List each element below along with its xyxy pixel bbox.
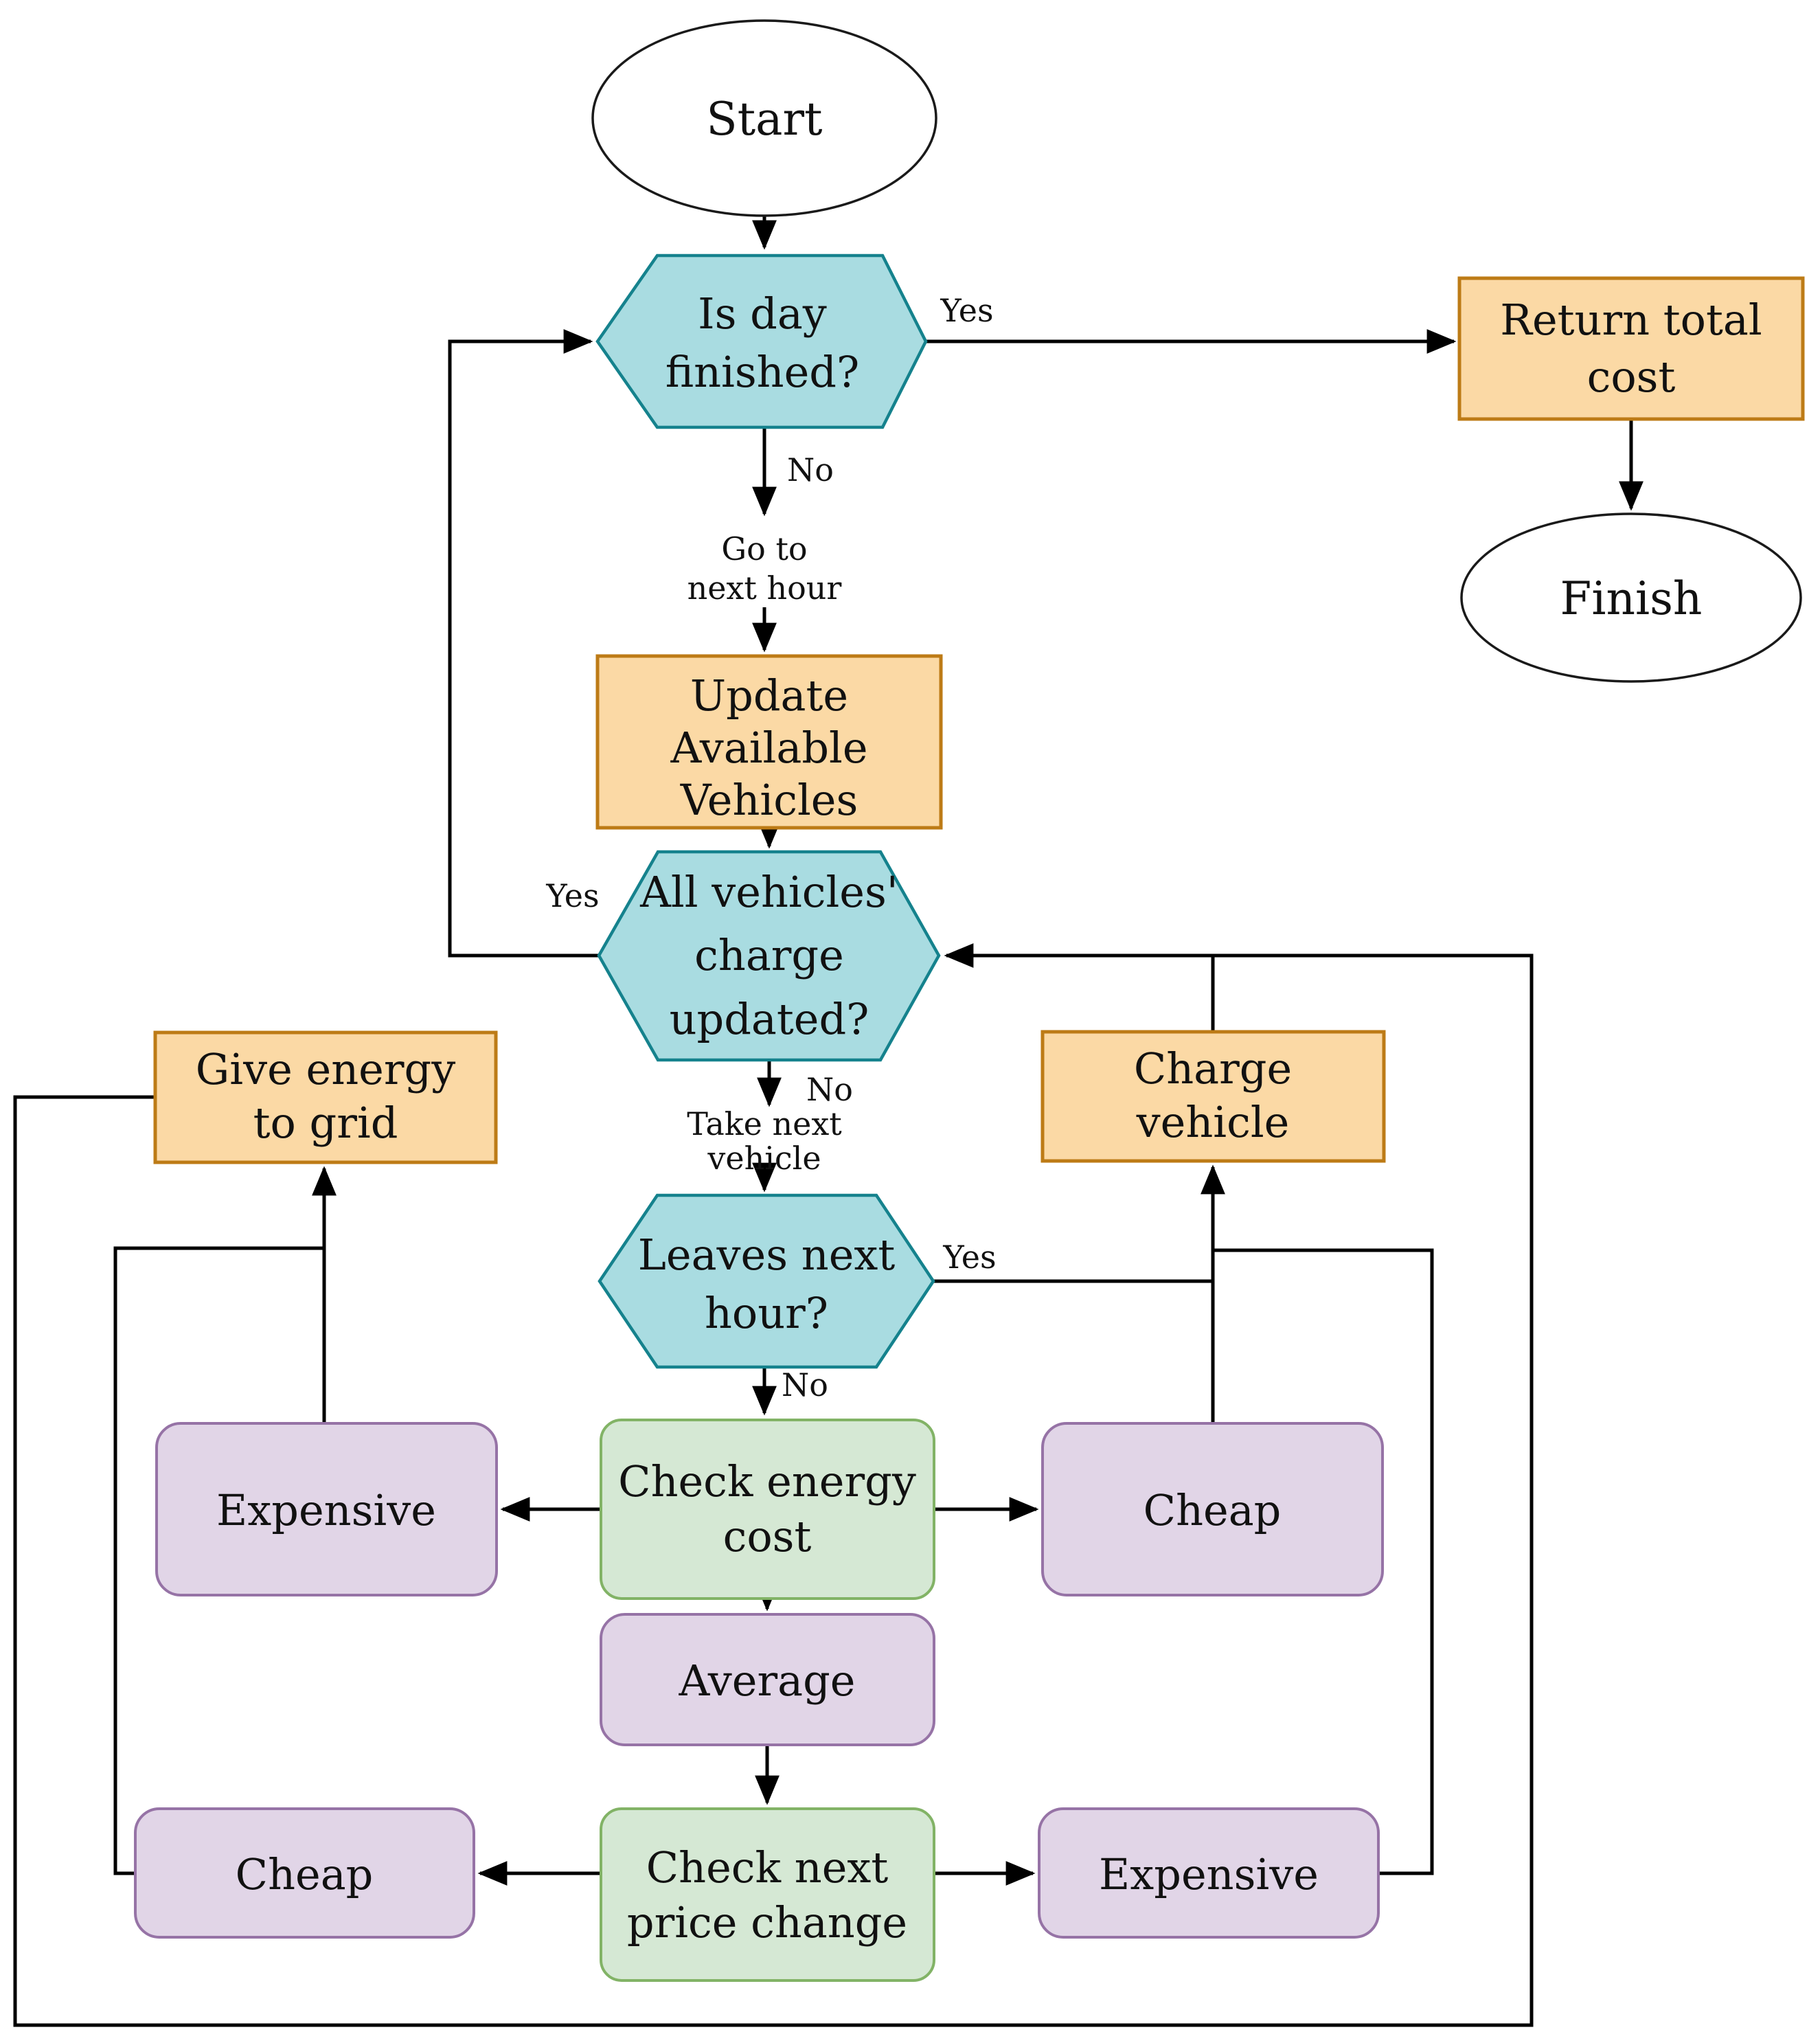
cheap-bottom-shape	[134, 1807, 475, 1939]
finish-label: Finish	[1560, 572, 1703, 625]
node-is-day-finished: Is day finished?	[595, 253, 928, 429]
give-energy-line1: Give energy	[196, 1044, 455, 1094]
return-total-cost-line1: Return total	[1500, 295, 1762, 345]
expensive-bottom-shape	[1038, 1807, 1380, 1939]
give-energy-line2: to grid	[253, 1098, 398, 1148]
node-update-available-vehicles: Update Available Vehicles	[595, 654, 943, 830]
update-line1: Update	[690, 670, 848, 721]
node-cheap-mid: Cheap	[1041, 1422, 1384, 1596]
average-shape	[600, 1613, 935, 1746]
check-next-price-line1: Check next	[646, 1842, 889, 1893]
expensive-mid-label: Expensive	[216, 1485, 436, 1535]
node-start: Start	[591, 19, 937, 217]
all-updated-shape	[597, 850, 941, 1062]
label-go-to: Go to	[721, 530, 807, 567]
is-day-finished-shape	[595, 253, 928, 429]
all-updated-line3: updated?	[670, 994, 869, 1044]
return-total-cost-line2: cost	[1587, 352, 1676, 402]
label-yes-day-finished: Yes	[940, 292, 993, 329]
node-expensive-bottom: Expensive	[1038, 1807, 1380, 1939]
is-day-finished-line1: Is day	[698, 289, 827, 339]
label-vehicle: vehicle	[707, 1140, 821, 1177]
all-updated-line1: All vehicles'	[639, 867, 898, 917]
update-available-vehicles-shape	[595, 654, 943, 830]
node-leaves-next-hour: Leaves next hour?	[598, 1193, 935, 1369]
label-no-all-updated: No	[806, 1071, 853, 1108]
label-no-leaves: No	[782, 1366, 828, 1403]
edge-labels: Yes No Go to next hour Yes No Take next …	[545, 292, 996, 1403]
start-label: Start	[706, 93, 822, 146]
start-shape	[591, 19, 937, 217]
return-total-cost-shape	[1457, 276, 1805, 421]
node-all-vehicles-charge-updated: All vehicles' charge updated?	[597, 850, 941, 1062]
node-charge-vehicle: Charge vehicle	[1040, 1030, 1386, 1163]
label-yes-leaves: Yes	[942, 1239, 996, 1276]
expensive-bottom-label: Expensive	[1099, 1849, 1319, 1899]
leaves-next-hour-line1: Leaves next	[638, 1230, 896, 1280]
node-check-energy-cost: Check energy cost	[600, 1419, 935, 1600]
charge-vehicle-line1: Charge	[1134, 1043, 1292, 1094]
leaves-next-hour-shape	[598, 1193, 935, 1369]
node-check-next-price-change: Check next price change	[600, 1807, 935, 1982]
update-line2: Available	[670, 723, 867, 773]
label-next-hour: next hour	[687, 569, 842, 607]
check-energy-cost-line2: cost	[723, 1511, 812, 1561]
give-energy-shape	[153, 1030, 498, 1164]
charge-vehicle-line2: vehicle	[1136, 1097, 1290, 1147]
label-take-next: Take next	[687, 1105, 842, 1142]
edges	[13, 214, 1643, 2027]
edge-cheap-bottom-return	[113, 1246, 323, 1875]
finish-shape	[1460, 512, 1802, 683]
expensive-mid-shape	[155, 1422, 498, 1596]
charge-vehicle-shape	[1040, 1030, 1386, 1163]
edge-all-updated-yes-loop	[448, 329, 599, 958]
cheap-bottom-label: Cheap	[236, 1849, 374, 1899]
edge-expensive-bottom-return	[1212, 1248, 1434, 1875]
label-yes-all-updated: Yes	[545, 877, 599, 914]
edge-outer-loop-to-all-updated	[13, 943, 1534, 2027]
check-energy-cost-line1: Check energy	[618, 1456, 916, 1506]
node-return-total-cost: Return total cost	[1457, 276, 1805, 421]
all-updated-line2: charge	[694, 930, 844, 980]
is-day-finished-line2: finished?	[666, 347, 859, 397]
leaves-next-hour-line2: hour?	[705, 1288, 828, 1338]
node-finish: Finish	[1460, 512, 1802, 683]
cheap-mid-label: Cheap	[1144, 1485, 1282, 1535]
update-line3: Vehicles	[680, 775, 858, 825]
check-next-price-line2: price change	[627, 1897, 907, 1948]
node-average: Average	[600, 1613, 935, 1746]
node-expensive-mid: Expensive	[155, 1422, 498, 1596]
label-no-day-finished: No	[787, 451, 834, 488]
check-next-price-shape	[600, 1807, 935, 1982]
node-cheap-bottom: Cheap	[134, 1807, 475, 1939]
check-energy-cost-shape	[600, 1419, 935, 1600]
cheap-mid-shape	[1041, 1422, 1384, 1596]
average-label: Average	[679, 1656, 856, 1706]
node-give-energy-to-grid: Give energy to grid	[153, 1030, 498, 1164]
